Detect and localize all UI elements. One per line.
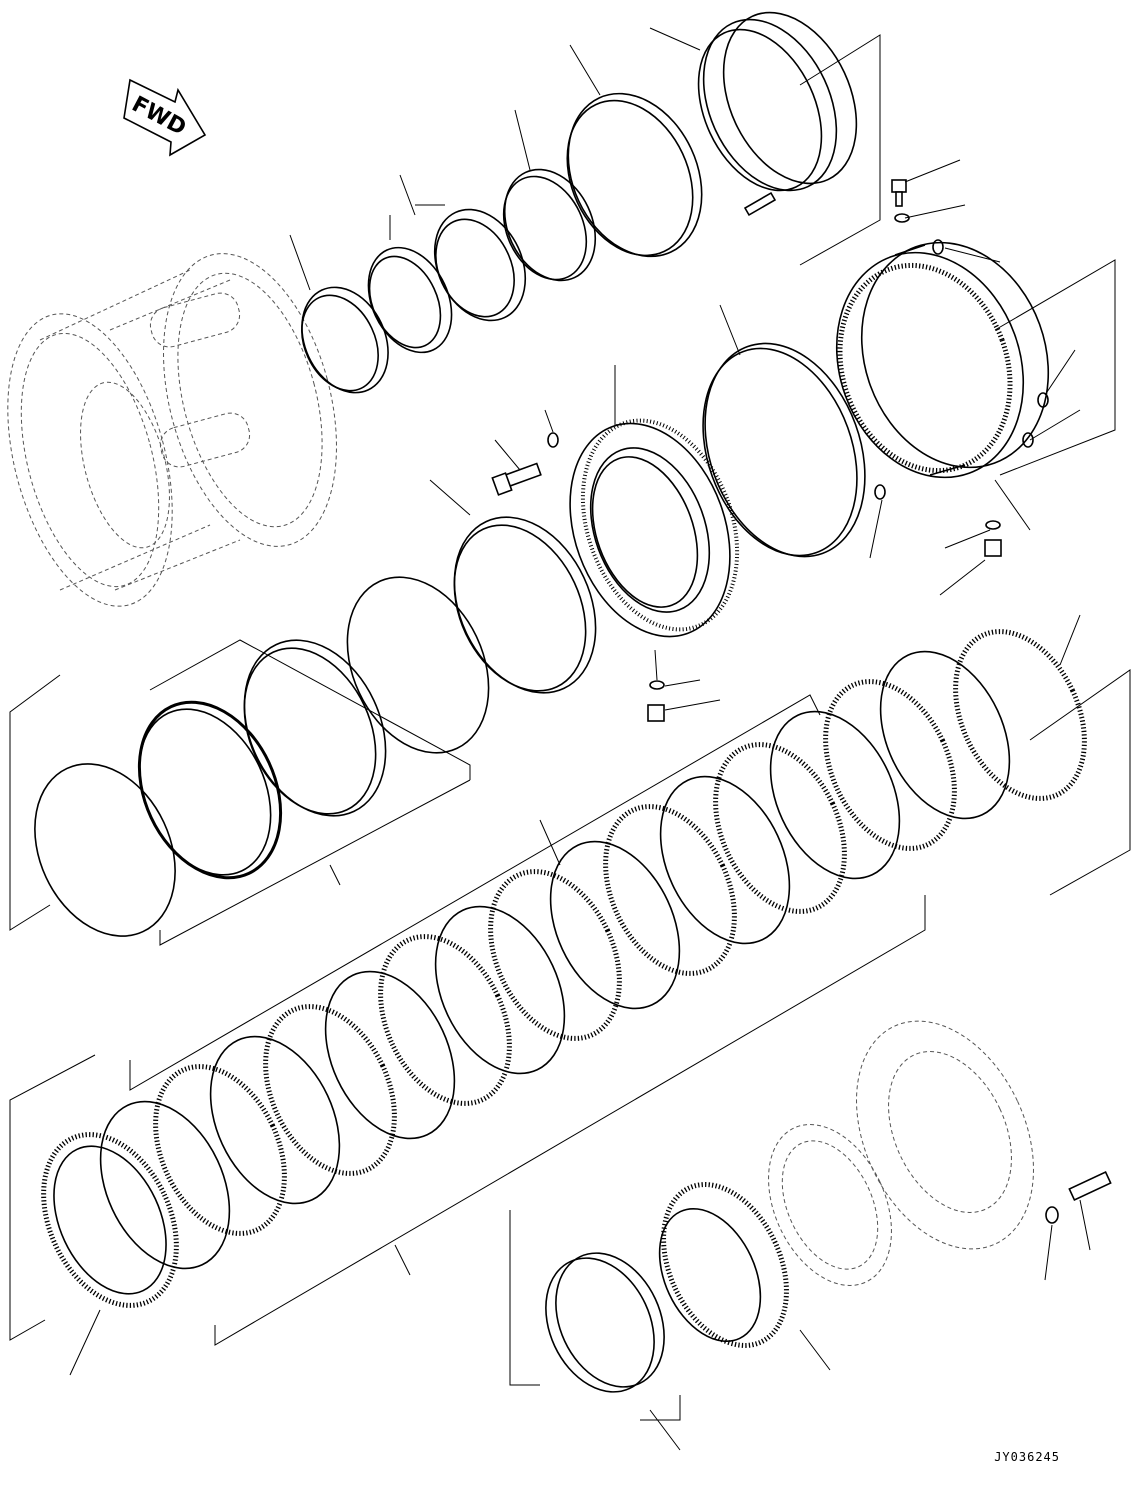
seal-rings-upper bbox=[301, 11, 858, 394]
fwd-label: FWD bbox=[128, 92, 191, 141]
clutch-disc-stack bbox=[41, 629, 1087, 1308]
ring-gear bbox=[835, 241, 1050, 479]
piston-assembly bbox=[569, 342, 866, 638]
lower-hub-assembly bbox=[545, 1020, 1034, 1393]
drawing-number: JY036245 bbox=[994, 1450, 1060, 1464]
leader-lines bbox=[9, 27, 1131, 1451]
bolts-and-washers bbox=[491, 179, 1112, 1224]
seal-rings-middle bbox=[34, 516, 597, 937]
wheel-hub-housing bbox=[7, 253, 337, 607]
fwd-arrow-icon: FWD bbox=[123, 78, 207, 157]
